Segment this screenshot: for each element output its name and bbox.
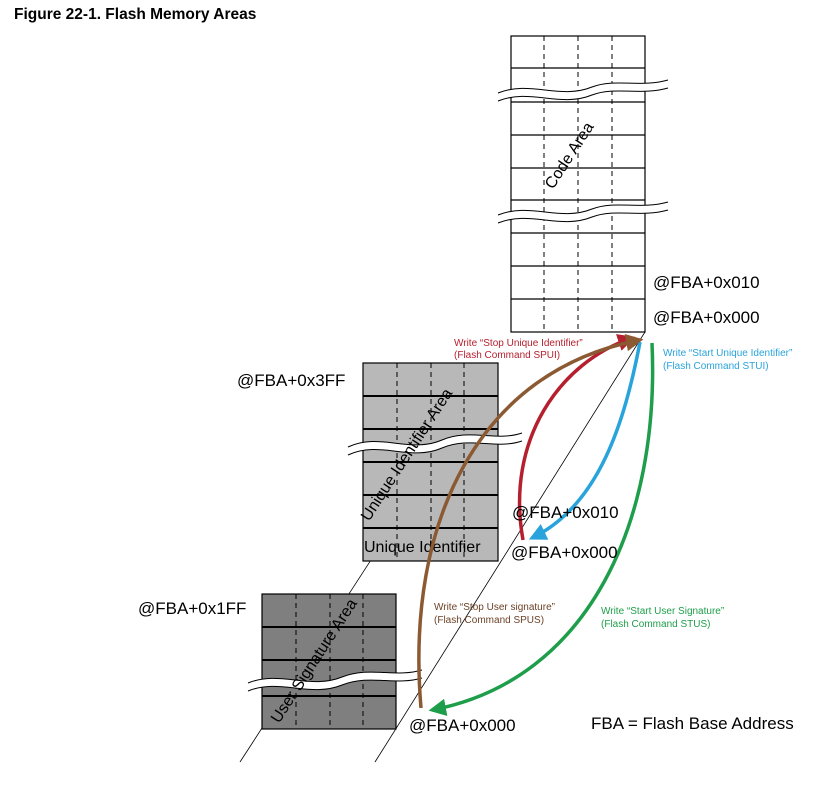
- start-unique-identifier-arrow: [528, 341, 642, 540]
- fba-legend: FBA = Flash Base Address: [591, 714, 794, 733]
- address-uid-010: @FBA+0x010: [512, 503, 619, 522]
- stop-uid-command-line1: Write “Stop Unique Identifier”: [454, 338, 583, 349]
- unique-identifier-cell-label: Unique Identifier: [364, 539, 481, 556]
- address-uid-000: @FBA+0x000: [511, 543, 618, 562]
- unique-identifier-block: Unique Identifier Area Unique Identifier: [347, 362, 523, 562]
- address-code-000: @FBA+0x000: [653, 308, 760, 327]
- stop-us-command-line1: Write “Stop User signature”: [434, 602, 555, 613]
- start-us-command-line1: Write “Start User Signature”: [601, 606, 724, 617]
- stop-user-signature-arrow: [417, 333, 644, 709]
- stop-us-command-line2: (Flash Command SPUS): [434, 615, 544, 626]
- start-uid-command-line1: Write “Start Unique Identifier”: [663, 348, 792, 359]
- figure-title: Figure 22-1. Flash Memory Areas: [14, 6, 257, 23]
- start-user-signature-arrow: [428, 342, 655, 716]
- address-us-000: @FBA+0x000: [409, 716, 516, 735]
- code-area-block: Code Area: [497, 35, 669, 333]
- address-code-010: @FBA+0x010: [653, 273, 760, 292]
- us-break-mark: [247, 669, 423, 692]
- code-break-mark-mid: [497, 201, 669, 224]
- stop-uid-command-line2: (Flash Command SPUI): [454, 350, 560, 361]
- user-signature-block: User Signature Area: [247, 593, 423, 730]
- uid-break-mark: [347, 432, 523, 456]
- code-break-mark-top: [497, 79, 669, 102]
- address-us-1ff: @FBA+0x1FF: [138, 599, 246, 618]
- address-uid-3ff: @FBA+0x3FF: [237, 371, 345, 390]
- start-us-command-line2: (Flash Command STUS): [601, 619, 710, 630]
- start-uid-command-line2: (Flash Command STUI): [663, 361, 769, 372]
